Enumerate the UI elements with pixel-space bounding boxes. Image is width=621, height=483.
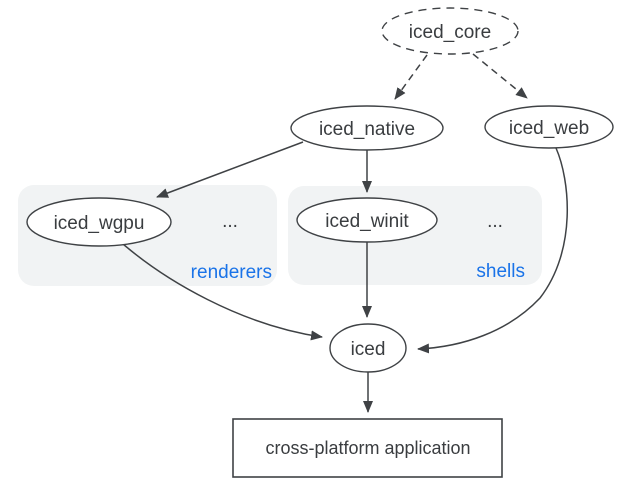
node-iced-native: iced_native — [290, 105, 444, 151]
iced-native-label: iced_native — [319, 119, 415, 140]
iced-ellipse — [329, 323, 407, 373]
edge-core-to-web — [472, 53, 528, 99]
iced-web-ellipse — [484, 105, 614, 149]
node-application: cross-platform application — [232, 418, 503, 478]
node-iced-wgpu: iced_wgpu — [26, 197, 172, 247]
edge-core-to-native — [394, 54, 428, 100]
node-iced-web: iced_web — [484, 105, 614, 149]
renderers-group-label: renderers — [191, 262, 272, 283]
iced-wgpu-ellipse — [26, 197, 172, 247]
shells-group-label: shells — [476, 261, 525, 282]
edge-wgpu-to-iced — [122, 243, 323, 341]
edge-web-to-iced — [417, 147, 569, 354]
node-iced: iced — [329, 323, 407, 373]
iced-winit-ellipse — [296, 197, 438, 243]
node-iced-core: iced_core — [381, 7, 519, 55]
iced-winit-label: iced_winit — [325, 211, 409, 232]
node-iced-winit: iced_winit — [296, 197, 438, 243]
application-label: cross-platform application — [265, 438, 470, 458]
iced-native-ellipse — [290, 105, 444, 151]
application-box — [232, 418, 503, 478]
iced-core-label: iced_core — [409, 22, 491, 43]
shells-ellipsis: ... — [487, 211, 503, 232]
iced-web-label: iced_web — [509, 118, 589, 139]
renderers-ellipsis: ... — [222, 211, 238, 232]
edge-native-to-wgpu — [156, 141, 304, 198]
iced-core-ellipse — [381, 7, 519, 55]
iced-wgpu-label: iced_wgpu — [54, 213, 145, 234]
iced-label: iced — [351, 339, 386, 360]
